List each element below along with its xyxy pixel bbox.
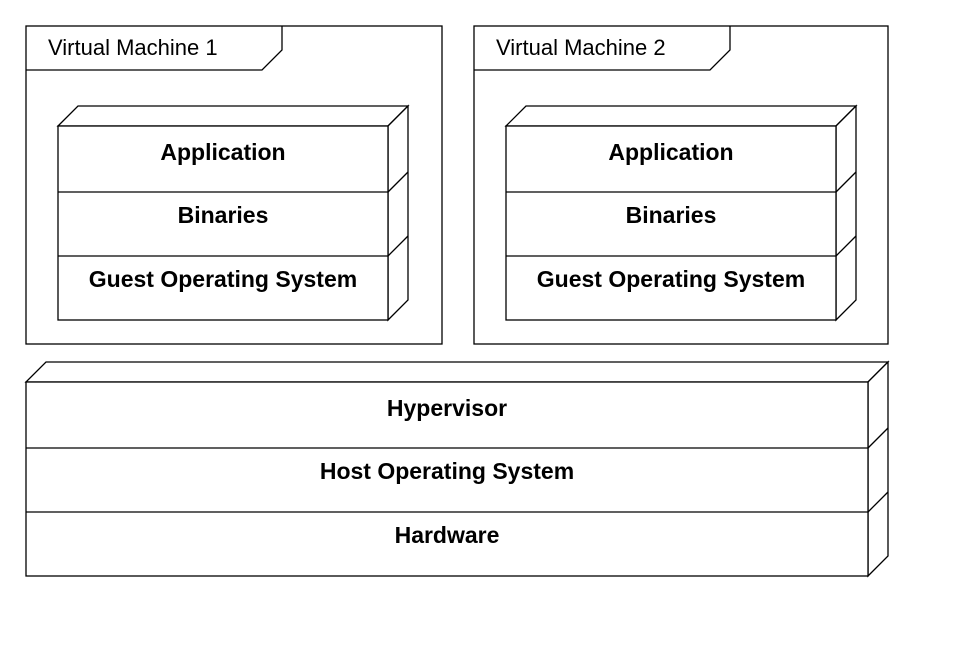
- vm-1-node-top-face: [56, 105, 410, 127]
- vm-1-layer-guest-os: Guest Operating System: [89, 266, 357, 292]
- host-stack-node: Hypervisor Host Operating System Hardwar…: [24, 360, 890, 578]
- vm-1-node-side-face: [387, 104, 409, 322]
- vm-2-layer-binaries: Binaries: [626, 202, 717, 228]
- vm-2-node-front-face: [505, 125, 837, 321]
- host-node-top-face: [24, 361, 890, 383]
- vm-2-node-side-face: [835, 104, 857, 322]
- vm-2-node: Application Binaries Guest Operating Sys…: [504, 104, 858, 322]
- vm-2-node-top-face: [504, 105, 858, 127]
- vm-1-node-front-face: [57, 125, 389, 321]
- vm-title-2: Virtual Machine 2: [496, 35, 666, 60]
- host-node-front-face: [25, 381, 869, 577]
- vm-frame-1: Virtual Machine 1 Application Binaries G…: [25, 25, 443, 345]
- host-layer-hardware: Hardware: [395, 522, 500, 548]
- vm-frame-1-tab: [26, 26, 283, 71]
- vm-2-side-edge-2: [835, 235, 857, 257]
- vm-2-layer-application: Application: [608, 139, 733, 165]
- vm-2-side-edge-1: [835, 171, 857, 193]
- vm-1-node: Application Binaries Guest Operating Sys…: [56, 104, 410, 322]
- vm-1-layer-application: Application: [160, 139, 285, 165]
- host-layer-hypervisor: Hypervisor: [387, 395, 507, 421]
- host-layer-host-os: Host Operating System: [320, 458, 574, 484]
- host-side-edge-2: [867, 491, 889, 513]
- vm-1-side-edge-1: [387, 171, 409, 193]
- host-node-side-face: [867, 360, 889, 578]
- host-side-edge-1: [867, 427, 889, 449]
- vm-frame-2-tab: [474, 26, 731, 71]
- vm-2-layer-guest-os: Guest Operating System: [537, 266, 805, 292]
- vm-1-layer-binaries: Binaries: [178, 202, 269, 228]
- vm-frame-2: Virtual Machine 2 Application Binaries G…: [473, 25, 889, 345]
- vm-1-side-edge-2: [387, 235, 409, 257]
- vm-title-1: Virtual Machine 1: [48, 35, 218, 60]
